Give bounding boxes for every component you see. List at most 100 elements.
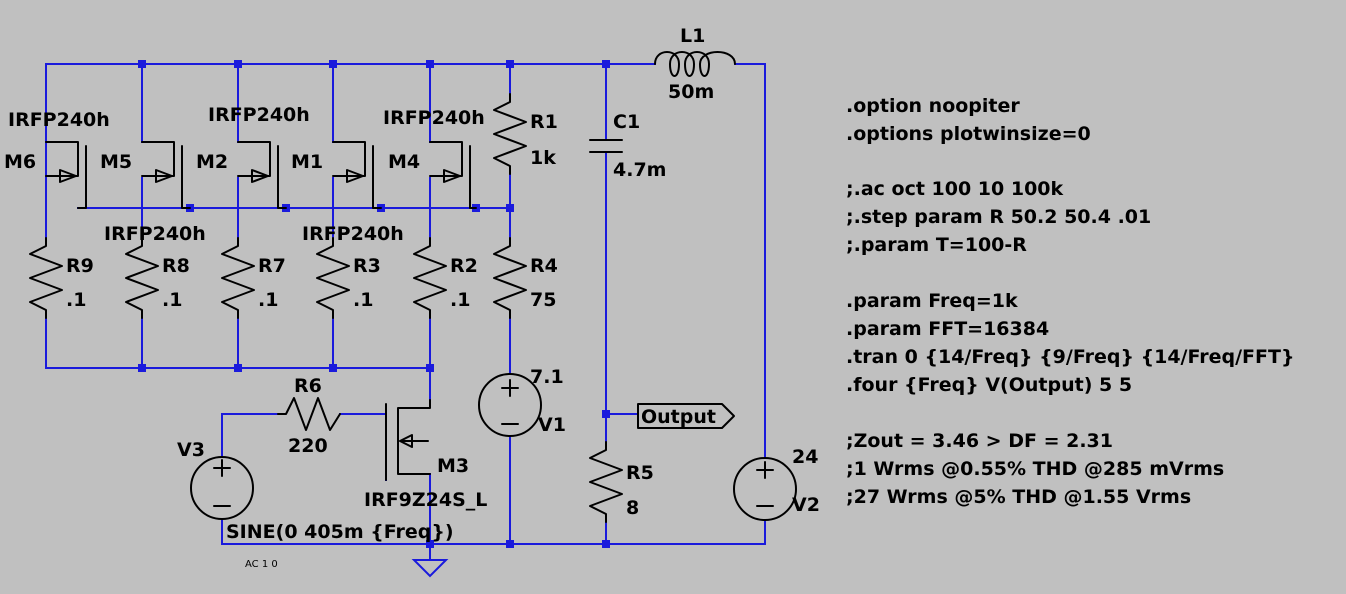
directive-line: .four {Freq} V(Output) 5 5	[846, 374, 1132, 396]
mosfet-m3[interactable]	[385, 399, 431, 481]
m6-arrow	[49, 169, 77, 183]
wire-m3-gate[interactable]	[339, 413, 387, 481]
junction-dot	[602, 540, 610, 548]
c1-value-label: 4.7m	[613, 159, 666, 181]
r6-zigzag	[277, 397, 341, 431]
v3-polarity	[213, 459, 231, 507]
r8-name-label: R8	[162, 255, 190, 277]
m3-arrow	[399, 434, 429, 448]
r8-zigzag	[125, 237, 159, 319]
directive-line: ;.param T=100-R	[846, 234, 1027, 256]
output-flag-label: Output	[641, 406, 716, 428]
m4-gate	[469, 145, 477, 209]
voltage-source-v1[interactable]	[478, 373, 542, 437]
m1-gate	[372, 145, 382, 209]
junction-dot	[138, 364, 146, 372]
m1-name-label: M1	[291, 151, 323, 173]
resistor-r8[interactable]	[125, 237, 159, 319]
r9-zigzag	[29, 237, 63, 319]
m2-name-label: M2	[196, 151, 228, 173]
junction-dot	[602, 410, 610, 418]
v1-name-label: V1	[538, 414, 566, 436]
m4-name-label: M4	[388, 151, 420, 173]
r4-name-label: R4	[530, 255, 558, 277]
m1-arrow	[336, 169, 364, 183]
junction-dot	[506, 204, 514, 212]
r3-zigzag	[316, 237, 350, 319]
m3-name-label: M3	[437, 455, 469, 477]
r5-value-label: 8	[626, 497, 639, 519]
r7-value-label: .1	[258, 289, 278, 311]
directive-line: ;.step param R 50.2 50.4 .01	[846, 206, 1151, 228]
voltage-source-v3[interactable]	[190, 456, 254, 520]
resistor-r3[interactable]	[316, 237, 350, 319]
r1-zigzag	[493, 93, 527, 175]
directive-line: .tran 0 {14/Freq} {9/Freq} {14/Freq/FFT}	[846, 346, 1295, 368]
resistor-r7[interactable]	[221, 237, 255, 319]
directive-line: .options plotwinsize=0	[846, 123, 1091, 145]
r9-name-label: R9	[66, 255, 94, 277]
mosfet-m4[interactable]	[429, 141, 477, 209]
mosfet-m5[interactable]	[141, 141, 191, 209]
c1-plates	[589, 139, 623, 153]
directive-line: ;1 Wrms @0.55% THD @285 mVrms	[846, 458, 1224, 480]
directive-line: ;Zout = 3.46 > DF = 2.31	[846, 430, 1113, 452]
r4-zigzag	[493, 237, 527, 319]
component-labels: IRFP240h M6 M5 IRFP240h IRFP240h M2 M1 I…	[4, 25, 820, 570]
voltage-source-v2[interactable]	[733, 457, 797, 521]
r1-name-label: R1	[530, 111, 558, 133]
junction-dot	[138, 60, 146, 68]
mosfet-m1[interactable]	[332, 141, 382, 209]
mosfet-m6[interactable]	[45, 141, 87, 209]
junction-dot	[426, 540, 434, 548]
m4-arrow	[433, 169, 461, 183]
r9-value-label: .1	[66, 289, 86, 311]
directive-line: ;27 Wrms @5% THD @1.55 Vrms	[846, 486, 1191, 508]
resistor-r6[interactable]	[277, 397, 341, 431]
mosfet-m2[interactable]	[237, 141, 287, 209]
r1-value-label: 1k	[530, 147, 556, 169]
resistor-r9[interactable]	[29, 237, 63, 319]
junction-dot	[506, 60, 514, 68]
v2-polarity	[756, 461, 774, 507]
junction-dot	[234, 60, 242, 68]
resistor-r1[interactable]	[493, 93, 527, 175]
r6-name-label: R6	[294, 375, 322, 397]
resistor-r4[interactable]	[493, 237, 527, 319]
junction-dot	[426, 364, 434, 372]
directive-line: ;.ac oct 100 10 100k	[846, 178, 1064, 200]
r2-name-label: R2	[450, 255, 478, 277]
capacitor-c1[interactable]	[589, 139, 623, 153]
r7-zigzag	[221, 237, 255, 319]
junction-dot	[329, 364, 337, 372]
junction-dot	[506, 540, 514, 548]
resistor-r5[interactable]	[589, 441, 623, 523]
inductor-l1[interactable]	[654, 51, 736, 77]
directive-line: .param Freq=1k	[846, 290, 1018, 312]
m6-gate	[77, 145, 87, 209]
m2-model-label: IRFP240h	[208, 104, 310, 126]
spice-directives: .option noopiter .options plotwinsize=0 …	[846, 95, 1295, 508]
m2-gate	[277, 145, 287, 209]
v3-ac-label: AC 1 0	[245, 559, 278, 570]
v1-polarity	[501, 379, 519, 425]
resistor-r2[interactable]	[413, 237, 447, 319]
directive-line: .param FFT=16384	[846, 318, 1049, 340]
l1-name-label: L1	[680, 25, 705, 47]
r4-value-label: 75	[530, 289, 556, 311]
junction-dot	[426, 60, 434, 68]
r5-zigzag	[589, 441, 623, 523]
m5-name-label: M5	[100, 151, 132, 173]
v1-value-label: 7.1	[530, 366, 564, 388]
output-net-flag[interactable]: Output	[637, 403, 735, 429]
wire-supply-positive[interactable]	[734, 63, 766, 459]
l1-value-label: 50m	[668, 81, 714, 103]
r2-zigzag	[413, 237, 447, 319]
m5-gate	[181, 145, 191, 209]
r7-name-label: R7	[258, 255, 286, 277]
junction-dot	[234, 364, 242, 372]
r3-value-label: .1	[353, 289, 373, 311]
junction-dot	[602, 60, 610, 68]
wire-ground-bus[interactable]	[221, 519, 766, 545]
